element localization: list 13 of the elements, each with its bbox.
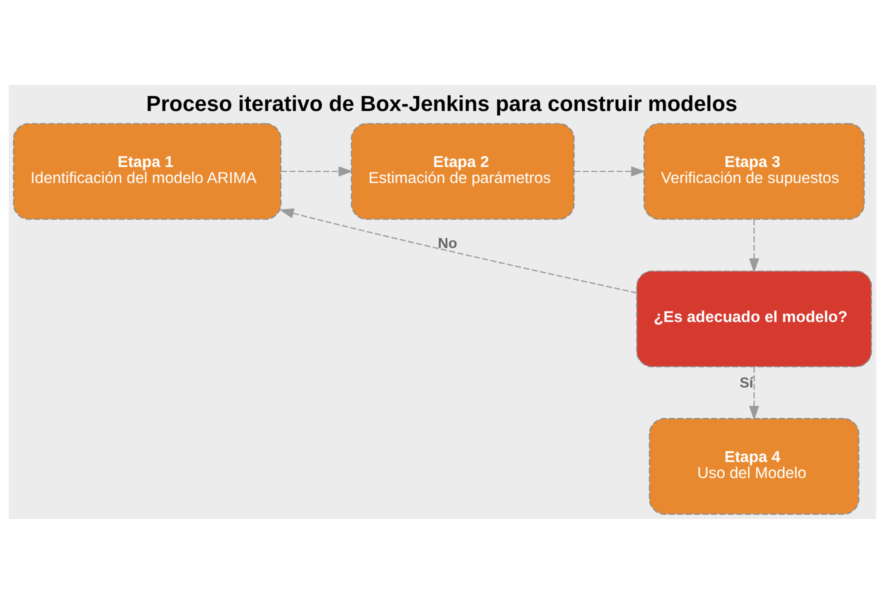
node-box: Etapa 1 Identificación del modelo ARIMA xyxy=(13,123,282,220)
arrow xyxy=(574,166,646,177)
edge-label: Sí xyxy=(740,375,754,392)
node-box: Etapa 2 Estimación de parámetros xyxy=(350,123,575,220)
diagram-title: Proceso iterativo de Box-Jenkins para construir modelos xyxy=(146,90,738,116)
node-box: Etapa 4 Uso del Modelo xyxy=(648,418,860,515)
arrow xyxy=(749,219,760,273)
node-box: Etapa 3 Verificación de supuestos xyxy=(643,123,865,220)
arrow xyxy=(749,366,760,420)
arrow xyxy=(280,166,354,177)
edge-label: No xyxy=(438,236,458,252)
node-box: ¿Es adecuado el modelo? xyxy=(636,270,872,368)
arrow xyxy=(279,208,637,294)
